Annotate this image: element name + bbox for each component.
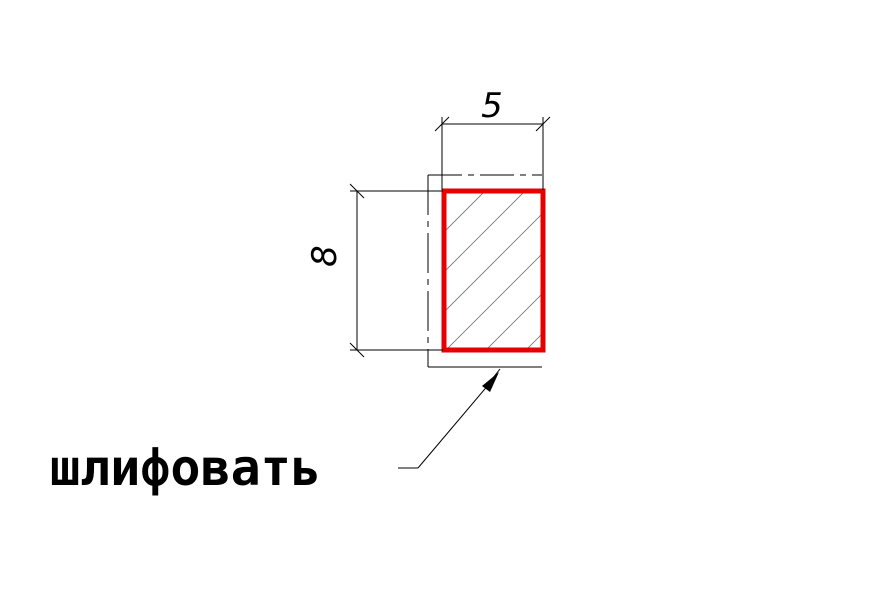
section-hatching: [444, 191, 543, 350]
grinding-note: шлифовать: [50, 439, 321, 497]
part-outline: [441, 188, 546, 353]
height-dimension-value: 8: [305, 245, 345, 267]
leader-line: [398, 368, 501, 469]
height-dimension: [349, 183, 443, 358]
width-dimension: [434, 116, 551, 190]
width-dimension-value: 5: [481, 86, 503, 126]
blank-outline: [427, 174, 542, 368]
leader-arrow: [482, 372, 499, 392]
